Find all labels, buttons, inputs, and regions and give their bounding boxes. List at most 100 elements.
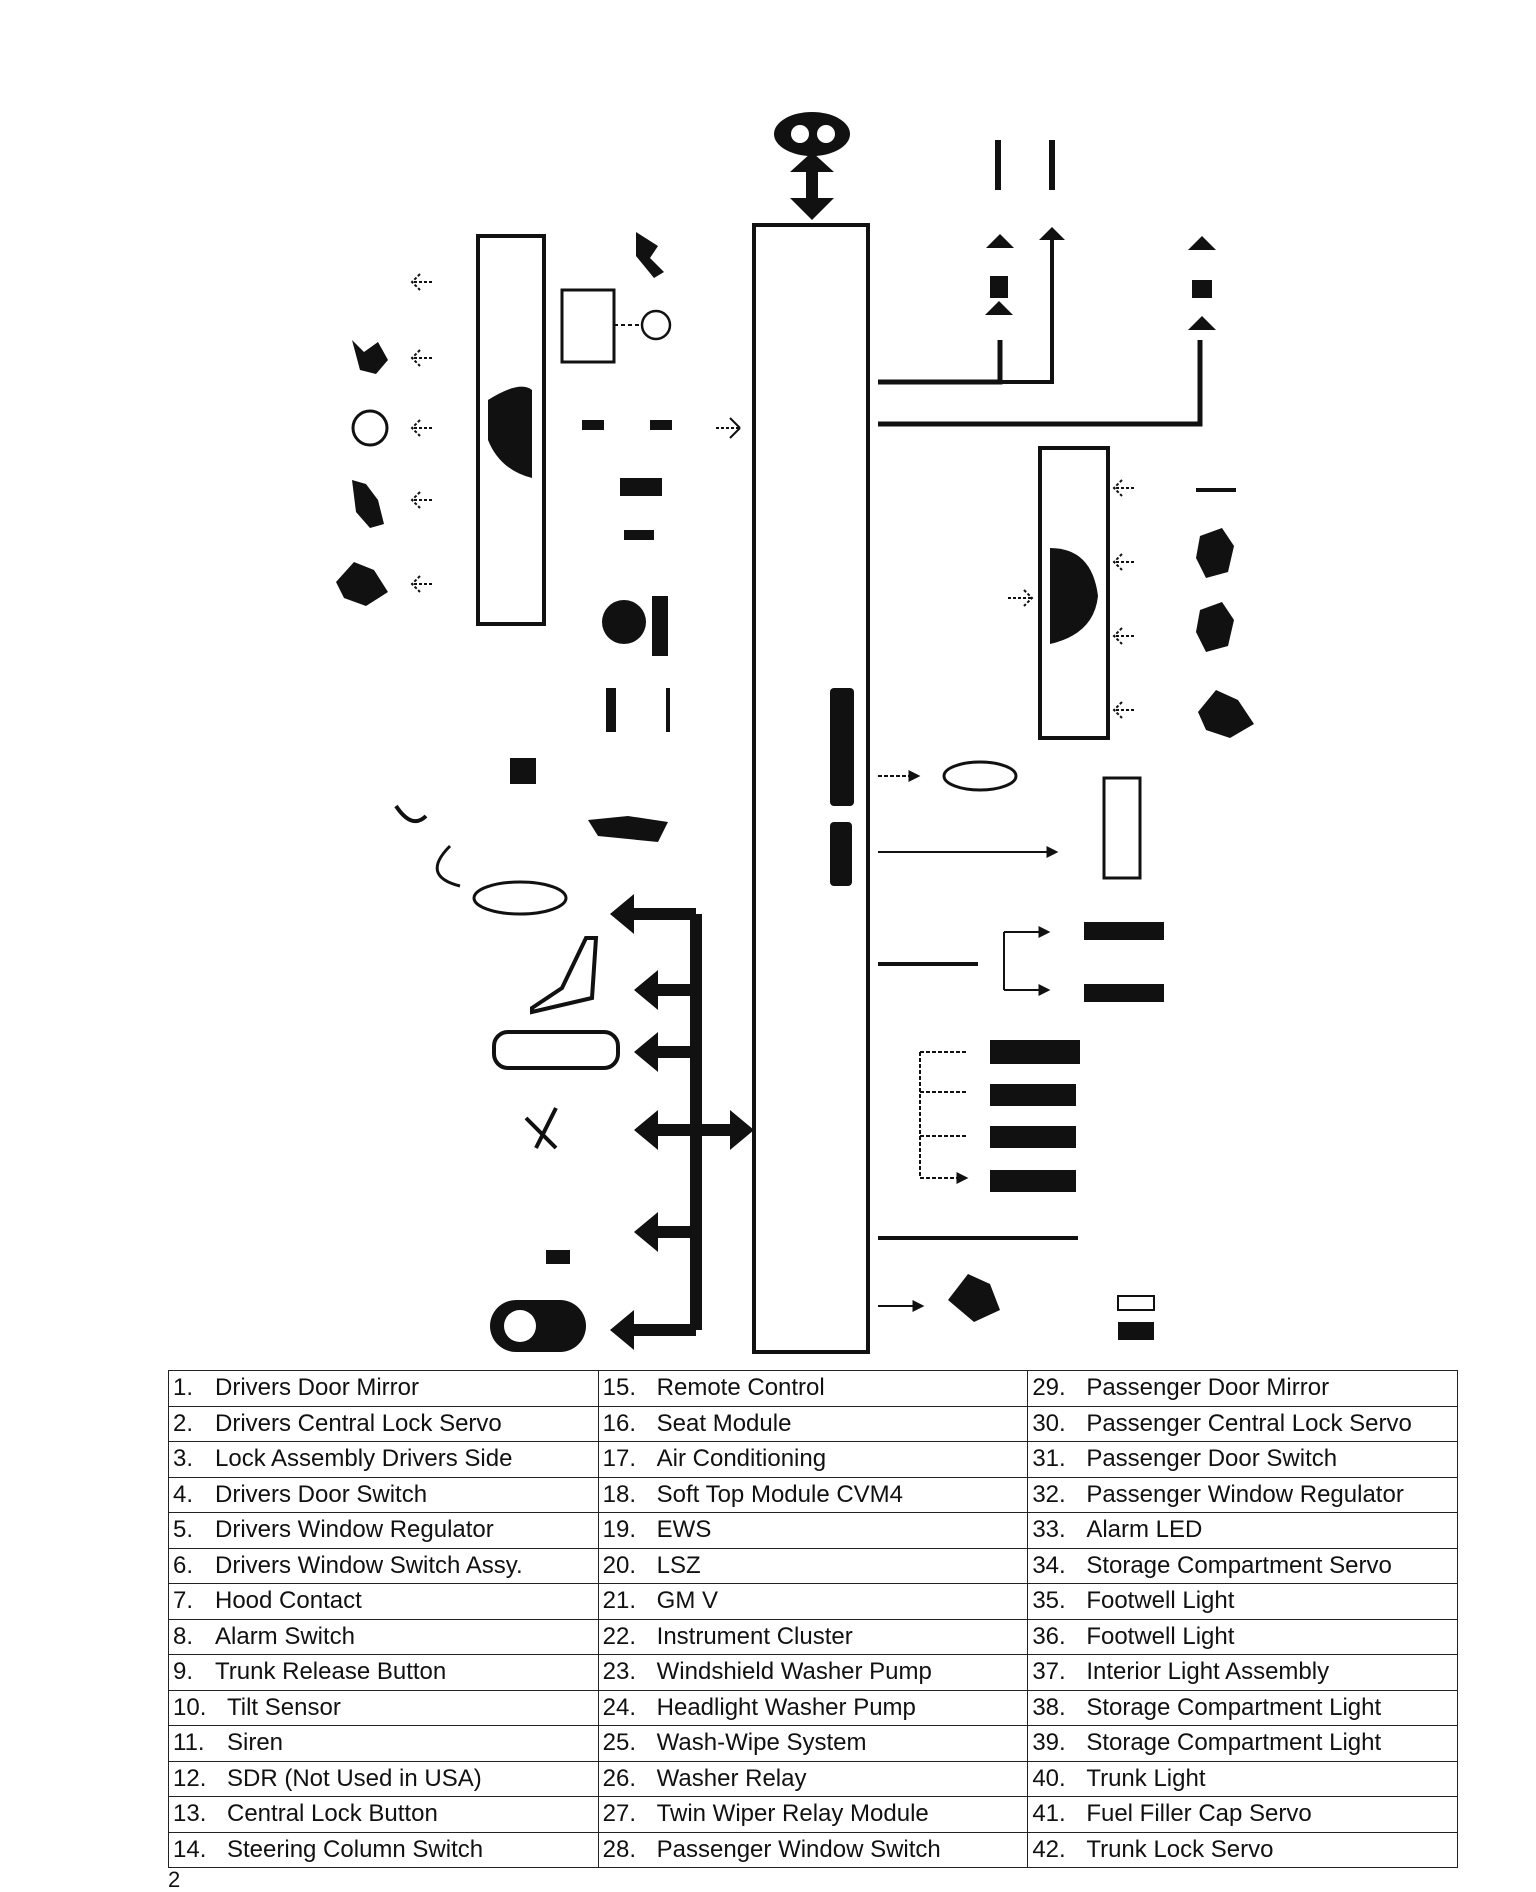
legend-cell: 34.Storage Compartment Servo: [1027, 1547, 1458, 1584]
left-door-components: [336, 340, 389, 606]
legend-number: 30.: [1032, 1409, 1066, 1437]
legend-cell: 27. Twin Wiper Relay Module: [597, 1796, 1029, 1833]
legend-number: 2.: [173, 1409, 194, 1437]
legend-row: 6.Drivers Window Switch Assy. 20.LSZ 34.…: [168, 1547, 1458, 1584]
legend-label: Headlight Washer Pump: [656, 1693, 916, 1721]
legend-cell: 35.Footwell Light: [1027, 1583, 1458, 1620]
legend-label: Windshield Washer Pump: [656, 1658, 932, 1686]
legend-label: Wash-Wipe System: [656, 1729, 867, 1757]
legend-cell: 8.Alarm Switch: [168, 1618, 599, 1655]
legend-label: Instrument Cluster: [656, 1622, 853, 1650]
legend-number: 33.: [1032, 1516, 1066, 1544]
legend-row: 1.Drivers Door Mirror 15.Remote Control …: [168, 1370, 1458, 1407]
legend-cell: 7.Hood Contact: [168, 1583, 599, 1620]
drivers-window-switch-box: [476, 234, 546, 626]
legend-number: 14.: [173, 1835, 207, 1863]
drivers-window-switch-shape: [488, 386, 532, 478]
legend-number: 36.: [1032, 1622, 1066, 1650]
legend-cell: 18. Soft Top Module CVM4: [597, 1476, 1029, 1513]
legend-label: Air Conditioning: [656, 1445, 827, 1473]
left-arrows: [410, 273, 432, 593]
legend-cell: 3.Lock Assembly Drivers Side: [168, 1441, 599, 1478]
remote-control: [774, 112, 850, 156]
legend-cell: 5. Drivers Window Regulator: [168, 1512, 599, 1549]
legend-cell: 19.EWS: [597, 1512, 1029, 1549]
legend-label: Twin Wiper Relay Module: [656, 1800, 929, 1828]
legend-label: Passenger Door Switch: [1086, 1445, 1338, 1473]
component-legend-table: 1.Drivers Door Mirror 15.Remote Control …: [168, 1370, 1458, 1868]
legend-number: 18.: [602, 1480, 637, 1508]
legend-number: 1.: [173, 1374, 194, 1402]
legend-cell: 21. GM V: [597, 1583, 1029, 1620]
legend-number: 13.: [173, 1800, 207, 1828]
legend-number: 39.: [1032, 1729, 1066, 1757]
legend-number: 22.: [602, 1622, 637, 1650]
legend-cell: 9. Trunk Release Button: [168, 1654, 599, 1691]
legend-row: 8.Alarm Switch 22. Instrument Cluster 36.…: [168, 1618, 1458, 1655]
legend-cell: 25.Wash-Wipe System: [597, 1725, 1029, 1762]
legend-row: 13.Central Lock Button 27.Twin Wiper Rel…: [168, 1796, 1458, 1833]
legend-label: SDR (Not Used in USA): [227, 1764, 482, 1792]
legend-label: Alarm LED: [1086, 1516, 1203, 1544]
gm-v-internal-blocks: [830, 688, 854, 886]
hood-contact-box: [560, 288, 616, 364]
legend-number: 3.: [173, 1445, 194, 1473]
right-top-components: [985, 227, 1216, 330]
legend-row: 9.Trunk Release Button 23.Windshield Was…: [168, 1654, 1458, 1691]
legend-number: 19.: [602, 1516, 637, 1544]
passenger-window-switch-box: [1038, 446, 1110, 740]
legend-row: 11.Siren 25.Wash-Wipe System 39.Storage …: [168, 1725, 1458, 1762]
legend-label: Drivers Window Regulator: [215, 1516, 494, 1544]
legend-label: Washer Relay: [656, 1764, 807, 1792]
remote-double-arrow: [790, 152, 834, 220]
right-door-components: [1196, 488, 1254, 738]
legend-label: Trunk Light: [1086, 1764, 1206, 1792]
legend-label: Remote Control: [656, 1374, 825, 1402]
legend-number: 12.: [173, 1764, 207, 1792]
legend-number: 21.: [602, 1587, 637, 1615]
legend-label: Soft Top Module CVM4: [656, 1480, 904, 1508]
legend-cell: 24.Headlight Washer Pump: [597, 1689, 1029, 1726]
legend-number: 32.: [1032, 1480, 1066, 1508]
legend-cell: 32.Passenger Window Regulator: [1027, 1476, 1458, 1513]
legend-label: Tilt Sensor: [227, 1693, 341, 1721]
legend-label: Passenger Window Switch: [656, 1835, 941, 1863]
legend-label: LSZ: [656, 1551, 701, 1579]
legend-number: 40.: [1032, 1764, 1066, 1792]
legend-label: Trunk Release Button: [215, 1658, 447, 1686]
legend-number: 6.: [173, 1551, 194, 1579]
legend-cell: 2.Drivers Central Lock Servo: [168, 1405, 599, 1442]
legend-cell: 39.Storage Compartment Light: [1027, 1725, 1458, 1762]
legend-label: Siren: [227, 1729, 284, 1757]
legend-cell: 10. Tilt Sensor: [168, 1689, 599, 1726]
legend-cell: 36. Footwell Light: [1027, 1618, 1458, 1655]
legend-cell: 20.LSZ: [597, 1547, 1029, 1584]
legend-number: 5.: [173, 1516, 194, 1544]
legend-label: Alarm Switch: [215, 1622, 356, 1650]
page-number: 2: [168, 1867, 181, 1892]
legend-number: 26.: [602, 1764, 637, 1792]
legend-number: 9.: [173, 1658, 194, 1686]
legend-label: Passenger Central Lock Servo: [1086, 1409, 1412, 1437]
legend-number: 42.: [1032, 1835, 1066, 1863]
legend-label: Seat Module: [656, 1409, 792, 1437]
gm-v-module: [752, 223, 870, 1354]
legend-row: 4.Drivers Door Switch 18.Soft Top Module…: [168, 1476, 1458, 1513]
legend-number: 10.: [173, 1693, 207, 1721]
legend-cell: 33. Alarm LED: [1027, 1512, 1458, 1549]
legend-number: 29.: [1032, 1374, 1066, 1402]
legend-cell: 6.Drivers Window Switch Assy.: [168, 1547, 599, 1584]
legend-cell: 28.Passenger Window Switch: [597, 1831, 1029, 1868]
legend-cell: 41.Fuel Filler Cap Servo: [1027, 1796, 1458, 1833]
legend-number: 38.: [1032, 1693, 1066, 1721]
legend-label: GM V: [656, 1587, 718, 1615]
legend-row: 7.Hood Contact 21. GM V 35.Footwell Light: [168, 1583, 1458, 1620]
legend-label: Footwell Light: [1086, 1622, 1235, 1650]
legend-label: Footwell Light: [1086, 1587, 1235, 1615]
legend-label: Hood Contact: [215, 1587, 362, 1615]
legend-number: 4.: [173, 1480, 194, 1508]
legend-row: 14.Steering Column Switch 28.Passenger W…: [168, 1831, 1458, 1868]
legend-number: 27.: [602, 1800, 637, 1828]
legend-cell: 12. SDR (Not Used in USA): [168, 1760, 599, 1797]
legend-cell: 14.Steering Column Switch: [168, 1831, 599, 1868]
